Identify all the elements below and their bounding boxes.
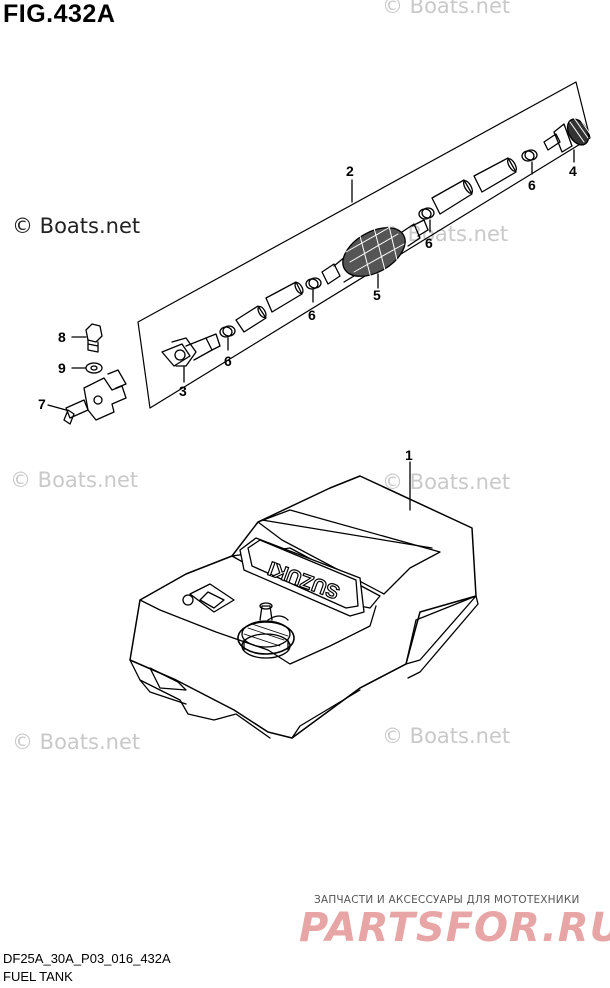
watermark: © Boats.net bbox=[382, 470, 511, 494]
callout-6: 6 bbox=[528, 177, 536, 193]
fuel-line-box bbox=[137, 81, 591, 409]
connector-part-3 bbox=[161, 333, 221, 383]
callout-7: 7 bbox=[38, 396, 46, 412]
watermark: © Boats.net bbox=[382, 724, 511, 748]
watermark: © Boats.net bbox=[382, 0, 511, 18]
callout-8: 8 bbox=[58, 329, 66, 345]
hose-segment bbox=[431, 179, 473, 215]
connector-part-4 bbox=[543, 115, 591, 163]
callout-4: 4 bbox=[569, 163, 577, 179]
callout-9: 9 bbox=[58, 360, 66, 376]
callout-1: 1 bbox=[405, 447, 413, 463]
figure-code: DF25A_30A_P03_016_432A bbox=[3, 951, 171, 966]
callout-2: 2 bbox=[346, 163, 354, 179]
stamp-caption: ЗАПЧАСТИ И АКСЕССУАРЫ ДЛЯ МОТОТЕХНИКИ bbox=[314, 894, 580, 906]
figure-title: FIG.432A bbox=[3, 0, 116, 28]
callout-6: 6 bbox=[425, 235, 433, 251]
bolt-part-8 bbox=[71, 323, 103, 353]
primer-bulb-part-5 bbox=[321, 219, 429, 289]
hose-segment bbox=[265, 281, 303, 313]
watermark: © Boats.net bbox=[12, 214, 141, 238]
washer-part-9 bbox=[71, 362, 103, 374]
stamp-logo: PARTSFOR.RU bbox=[299, 905, 610, 951]
watermark: © Boats.net bbox=[12, 730, 141, 754]
clamp-part-6-b bbox=[305, 277, 322, 303]
brand-plate bbox=[239, 537, 365, 617]
watermark: © Boats.net bbox=[10, 468, 139, 492]
callout-6: 6 bbox=[224, 353, 232, 369]
fitting-part-7 bbox=[47, 369, 127, 425]
hose-segment bbox=[235, 305, 267, 333]
callout-5: 5 bbox=[373, 287, 381, 303]
callout-3: 3 bbox=[179, 383, 187, 399]
fuel-tank-part-1 bbox=[129, 475, 479, 739]
clamp-part-6-a bbox=[219, 325, 236, 351]
hose-segment bbox=[473, 157, 517, 193]
clamp-part-6-d bbox=[521, 149, 538, 175]
clamp-part-6-c bbox=[418, 207, 435, 233]
callout-6: 6 bbox=[308, 307, 316, 323]
figure-name: FUEL TANK bbox=[3, 969, 73, 984]
